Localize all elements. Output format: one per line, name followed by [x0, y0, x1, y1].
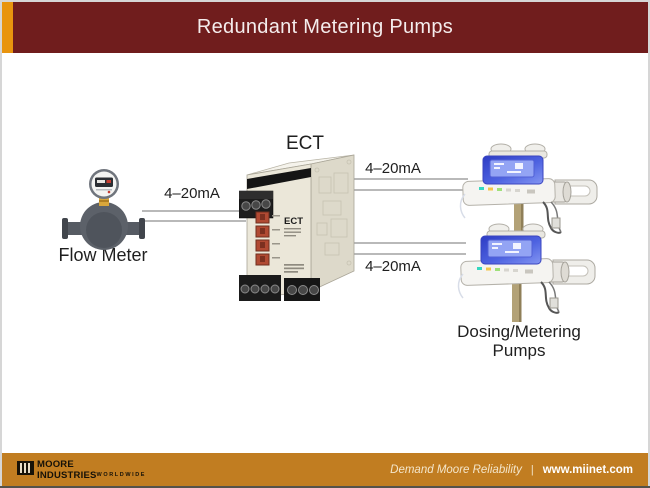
- logo-line-worldwide: WORLDWIDE: [96, 471, 147, 478]
- footer-tagline: Demand Moore Reliability: [390, 463, 522, 476]
- signal-label-ect-to-top-pump: 4–20mA: [365, 160, 421, 177]
- ect-device-label: ECT: [284, 216, 303, 227]
- moore-logo-text: MOORE INDUSTRIESWORLDWIDE: [37, 458, 147, 481]
- wire-ect-to-top-pump-upper: [352, 178, 468, 180]
- flow-meter-label: Flow Meter: [58, 245, 148, 265]
- footer-bar: MOORE INDUSTRIESWORLDWIDE Demand Moore R…: [2, 453, 648, 486]
- moore-logo-icon: [17, 460, 34, 475]
- dosing-pump-bottom-illustration: [457, 223, 596, 322]
- ect-module-illustration: ECT: [239, 154, 355, 301]
- title-bar: Redundant Metering Pumps: [2, 2, 648, 53]
- moore-industries-logo: MOORE INDUSTRIESWORLDWIDE: [17, 458, 147, 481]
- footer-website: www.miinet.com: [542, 463, 633, 476]
- flow-meter-neck: [99, 197, 109, 206]
- ect-heading: ECT: [286, 133, 324, 154]
- wire-ect-to-bottom-pump-lower: [352, 253, 466, 255]
- signal-label-flow-to-ect: 4–20mA: [164, 185, 220, 202]
- signal-label-ect-to-bottom-pump: 4–20mA: [365, 258, 421, 275]
- ect-bottom-terminal-blocks: [239, 275, 320, 301]
- dosing-pumps-label: Dosing/Metering Pumps: [434, 322, 604, 360]
- flow-meter-illustration: [62, 169, 145, 250]
- wire-ect-to-top-pump-lower: [352, 189, 468, 191]
- ect-front-fine-print: [284, 228, 304, 273]
- diagram-canvas: 4–20mA 4–20mA 4–20mA ECT Flow Meter Dosi…: [2, 53, 648, 453]
- logo-line-industries: INDUSTRIES: [37, 469, 97, 481]
- footer-right-text: Demand Moore Reliability | www.miinet.co…: [390, 464, 633, 476]
- title-bar-accent-stripe: [2, 2, 13, 53]
- wire-flow-to-ect-upper: [142, 210, 246, 212]
- dosing-pumps-label-line1: Dosing/Metering: [457, 322, 581, 341]
- ect-side-face: [310, 154, 355, 292]
- ect-switch-column: [255, 211, 280, 266]
- dosing-pumps-label-line2: Pumps: [492, 341, 546, 360]
- ect-front-black-band: [247, 168, 311, 189]
- flow-meter-body: [80, 202, 128, 250]
- footer-separator: |: [530, 463, 534, 476]
- logo-line-moore: MOORE: [37, 458, 74, 470]
- wire-ect-to-bottom-pump-upper: [352, 242, 466, 244]
- flow-meter-gauge: [89, 169, 119, 199]
- slide-title: Redundant Metering Pumps: [196, 16, 454, 38]
- slide-bottom-edge: [0, 486, 650, 488]
- wire-flow-to-ect-lower: [142, 220, 246, 222]
